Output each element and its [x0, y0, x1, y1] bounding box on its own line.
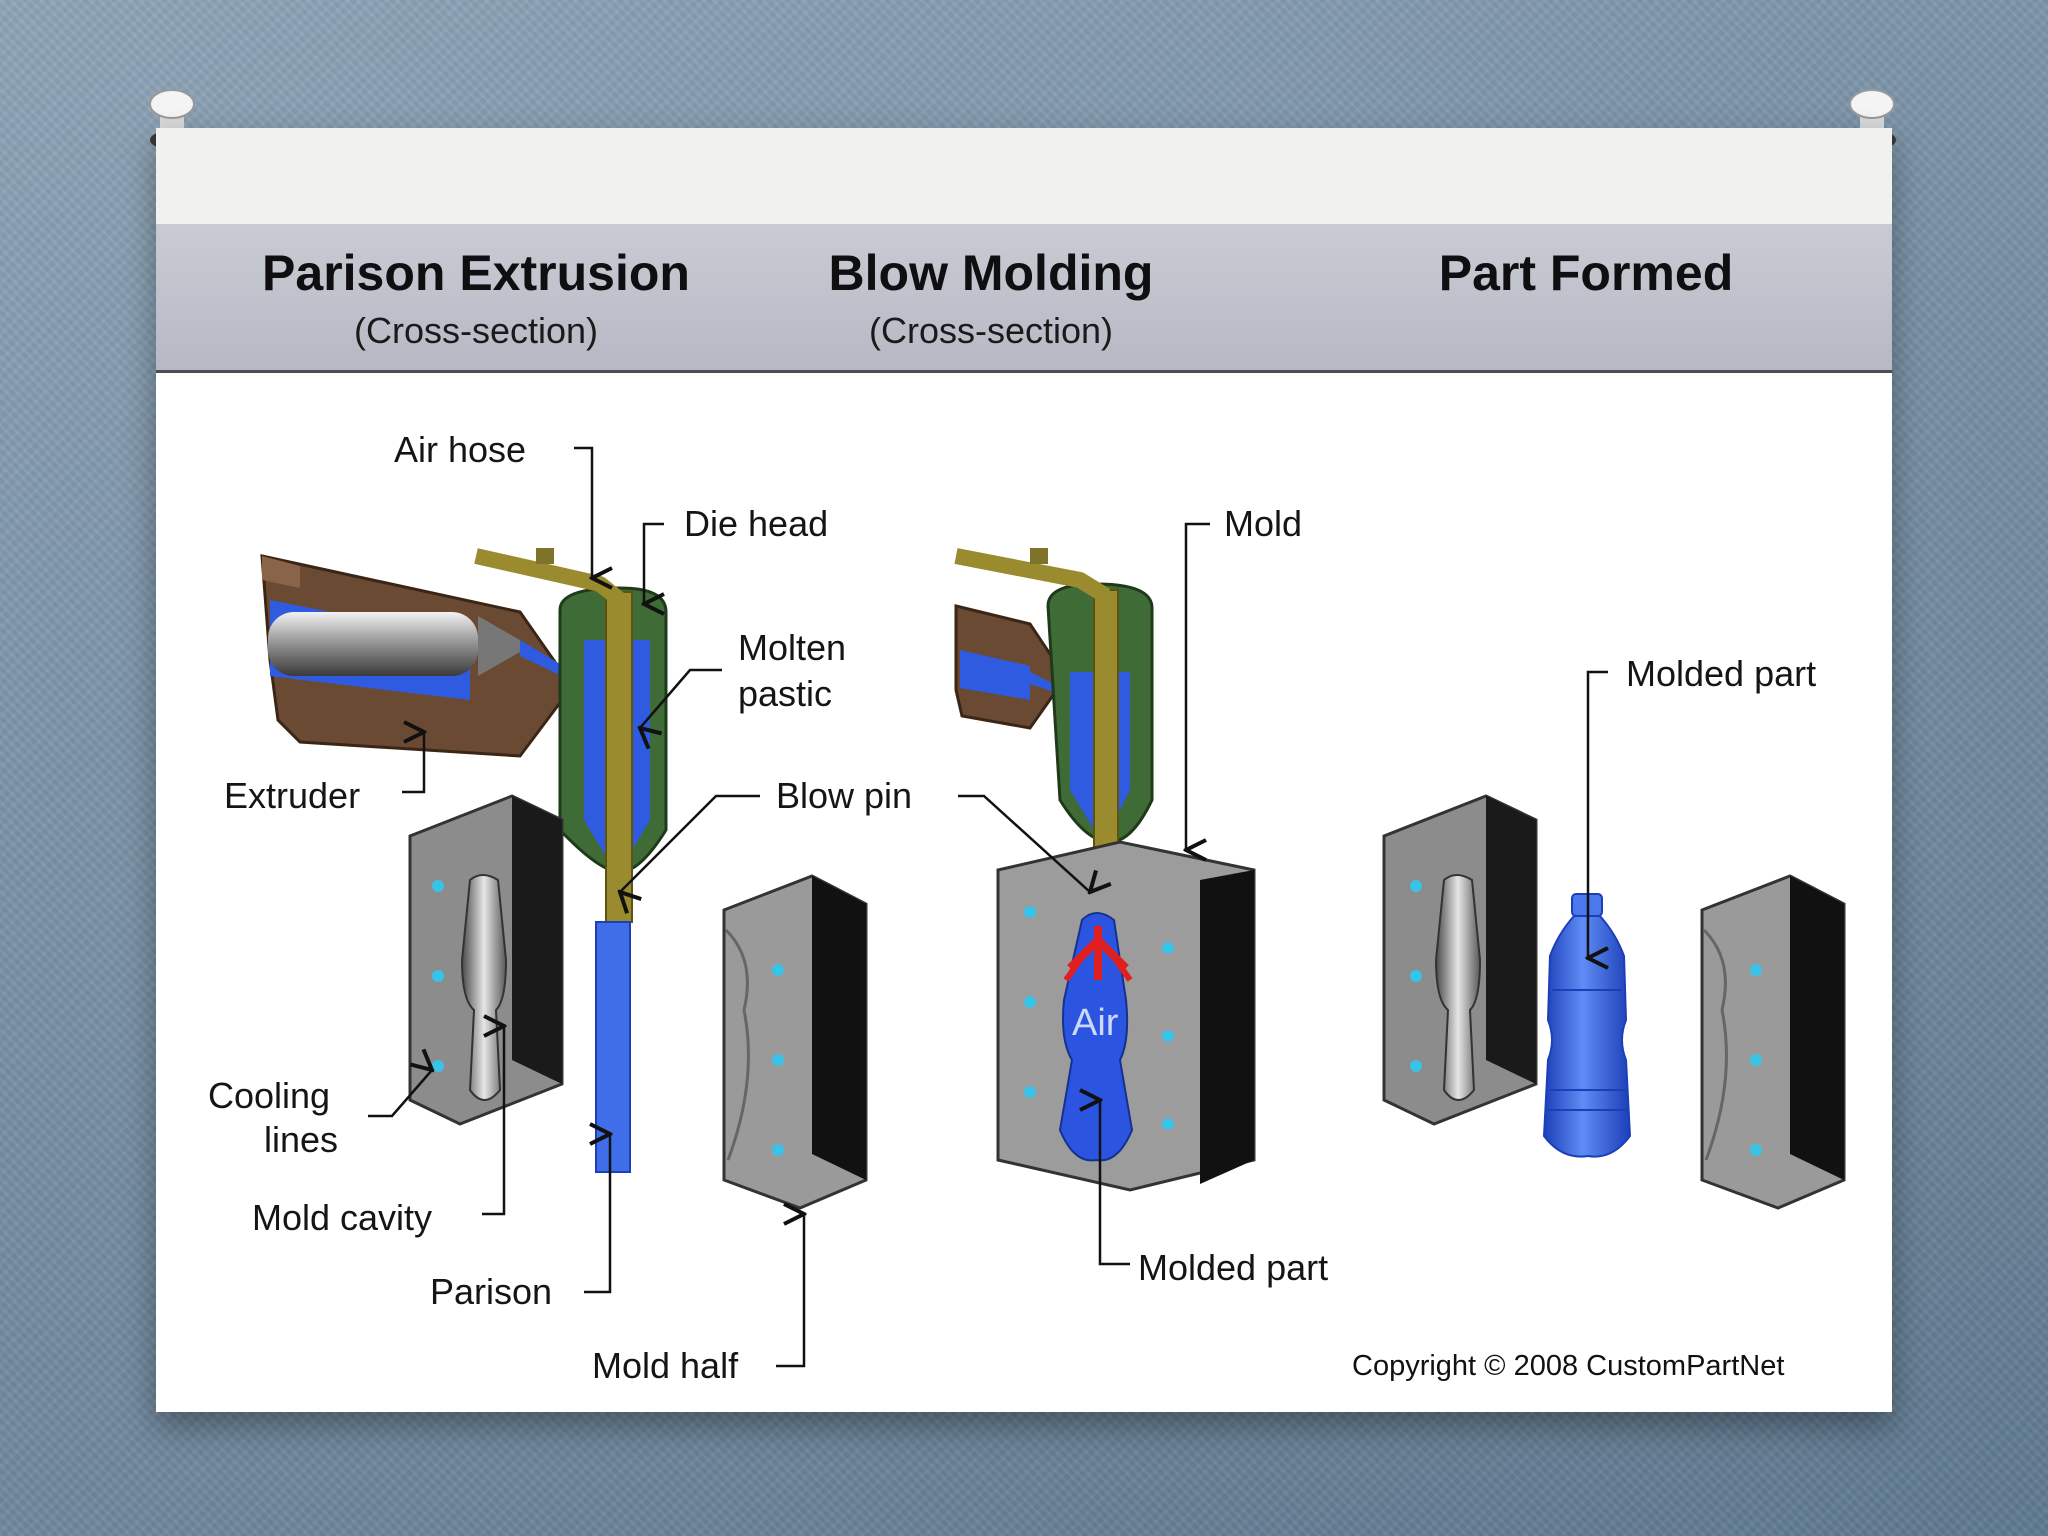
extruder-barrel	[260, 554, 570, 758]
parison-tube	[595, 921, 631, 1173]
label-molten-plastic-line1: Molten	[738, 627, 847, 668]
copyright-notice: Copyright © 2008 CustomPartNet	[1352, 1350, 1785, 1382]
leader-lines	[368, 446, 1608, 1368]
column-subtitle-blow-molding: (Cross-section)	[868, 310, 1114, 351]
column-title-part-formed: Part Formed	[1438, 245, 1734, 301]
mold-half-left	[408, 794, 564, 1126]
air-hose	[474, 548, 628, 608]
label-molten-plastic-line2: pastic	[738, 673, 833, 714]
label-die-head: Die head	[684, 503, 829, 544]
column-title-blow-molding: Blow Molding	[828, 245, 1154, 301]
board-header-strip	[156, 128, 1892, 224]
open-mold-left	[1382, 794, 1538, 1126]
column-header-band: Parison Extrusion (Cross-section) Blow M…	[156, 224, 1892, 373]
label-molded-part-center: Molded part	[1138, 1247, 1329, 1288]
label-cooling-lines-line2: lines	[264, 1119, 339, 1160]
label-mold-cavity: Mold cavity	[252, 1197, 433, 1238]
label-blow-pin: Blow pin	[776, 775, 913, 816]
open-mold-right	[1700, 874, 1846, 1210]
column-title-parison-extrusion: Parison Extrusion	[262, 245, 690, 301]
label-mold-half: Mold half	[592, 1345, 739, 1386]
column-subtitle-parison-extrusion: (Cross-section)	[353, 310, 599, 351]
label-cooling-lines-line1: Cooling	[208, 1075, 331, 1116]
label-parison: Parison	[430, 1271, 553, 1312]
slide-board: Parison Extrusion (Cross-section) Blow M…	[156, 128, 1892, 1412]
formed-bottle	[1542, 893, 1632, 1158]
air-arrow-icon	[1063, 926, 1133, 982]
die-head	[558, 586, 668, 923]
label-molded-part-right: Molded part	[1626, 653, 1817, 694]
label-extruder: Extruder	[224, 775, 361, 816]
label-air: Air	[1072, 1002, 1119, 1044]
extruder-barrel-2	[954, 604, 1066, 730]
inflated-bottle	[1058, 912, 1134, 1162]
label-mold: Mold	[1224, 503, 1303, 544]
label-air-hose: Air hose	[394, 429, 527, 470]
mold-half-right	[722, 874, 868, 1210]
